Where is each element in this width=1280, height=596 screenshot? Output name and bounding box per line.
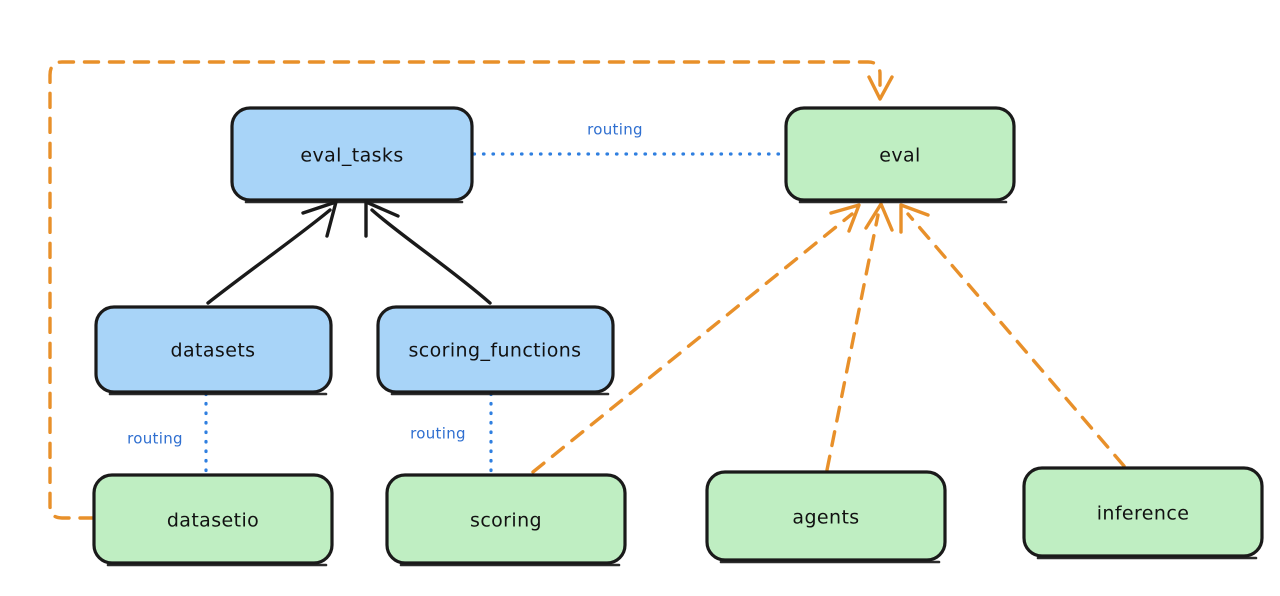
edge-scoring_functions-to-eval_tasks xyxy=(364,200,492,305)
edge-group-dependency xyxy=(48,60,1126,520)
node-datasetio-label: datasetio xyxy=(167,510,259,532)
node-datasets-label: datasets xyxy=(171,340,256,362)
arrowhead-scoring-eval xyxy=(829,203,861,233)
edge-datasets-to-eval_tasks xyxy=(206,200,338,305)
node-agents[interactable]: agents xyxy=(705,470,947,564)
edge-group-structural xyxy=(206,200,492,305)
node-scoring[interactable]: scoring xyxy=(385,473,627,567)
edge-inference-to-eval xyxy=(899,203,1126,468)
arrowhead-agents-eval xyxy=(864,202,894,232)
node-eval_tasks[interactable]: eval_tasks xyxy=(230,106,474,204)
node-scoring-label: scoring xyxy=(470,510,542,532)
node-eval_tasks-label: eval_tasks xyxy=(300,145,403,167)
arrowhead-datasetio-eval xyxy=(867,75,894,101)
edge-label-routing-scoring: routing xyxy=(410,425,466,443)
node-agents-shape xyxy=(705,470,947,562)
edge-scoring-to-eval xyxy=(531,203,861,474)
arrowhead-inference-eval xyxy=(899,203,930,234)
node-scoring_functions-shape xyxy=(376,305,615,394)
node-group: eval_tasks eval datasets scoring_functio… xyxy=(92,106,1264,567)
node-eval-label: eval xyxy=(879,145,920,167)
node-scoring_functions-label: scoring_functions xyxy=(409,340,582,362)
node-inference-label: inference xyxy=(1097,503,1190,525)
node-eval_tasks-shape xyxy=(230,106,474,202)
node-datasetio-shape xyxy=(92,473,334,565)
edge-label-routing-datasetio: routing xyxy=(127,430,183,448)
edge-label-routing-eval: routing xyxy=(587,121,643,139)
node-scoring-shape xyxy=(385,473,627,565)
node-datasetio[interactable]: datasetio xyxy=(92,473,334,567)
node-scoring_functions[interactable]: scoring_functions xyxy=(376,305,615,396)
node-inference[interactable]: inference xyxy=(1022,466,1264,560)
node-eval[interactable]: eval xyxy=(784,106,1016,204)
node-agents-label: agents xyxy=(792,507,859,529)
edge-agents-to-eval xyxy=(825,202,894,472)
node-eval-shape xyxy=(784,106,1016,202)
node-inference-shape xyxy=(1022,466,1264,558)
node-datasets[interactable]: datasets xyxy=(94,305,333,396)
node-datasets-shape xyxy=(94,305,333,394)
edge-label-group: routing routing routing xyxy=(127,121,643,448)
edge-group-routing xyxy=(204,152,786,475)
edge-datasetio-to-eval xyxy=(48,60,894,520)
